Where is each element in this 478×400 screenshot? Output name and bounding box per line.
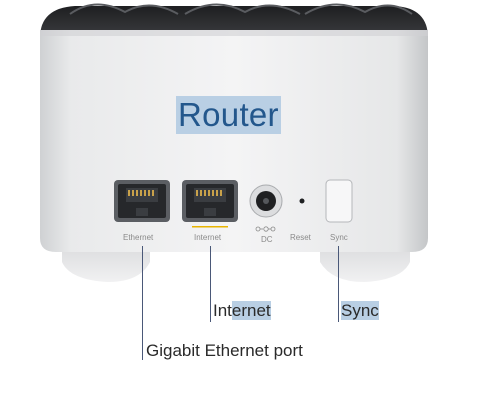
port-label-ethernet: Ethernet: [123, 233, 154, 242]
internet-callout-highlight: ernet: [231, 301, 271, 320]
sync-callout-highlight: Sync: [341, 301, 379, 320]
ethernet-port: [114, 180, 170, 222]
dc-jack: [249, 184, 283, 232]
sync-callout: Sync: [341, 300, 379, 322]
internet-callout: Internet: [213, 300, 271, 322]
reset-hole: [299, 198, 305, 204]
port-label-sync: Sync: [330, 233, 348, 242]
port-label-internet: Internet: [194, 233, 222, 242]
internet-callout-prefix: Int: [213, 301, 232, 320]
diagram-title-highlight: Router: [176, 96, 281, 134]
internet-port: [182, 180, 238, 228]
internet-accent-line: [192, 226, 228, 228]
port-label-reset: Reset: [290, 233, 311, 242]
diagram-title: Router: [178, 96, 279, 133]
ethernet-pointer-line: [142, 246, 143, 360]
sync-pointer-line: [338, 246, 339, 322]
ethernet-callout: Gigabit Ethernet port: [146, 341, 303, 360]
internet-pointer-line: [210, 246, 211, 322]
port-label-dc: DC: [261, 235, 273, 244]
sync-button: [325, 179, 353, 223]
